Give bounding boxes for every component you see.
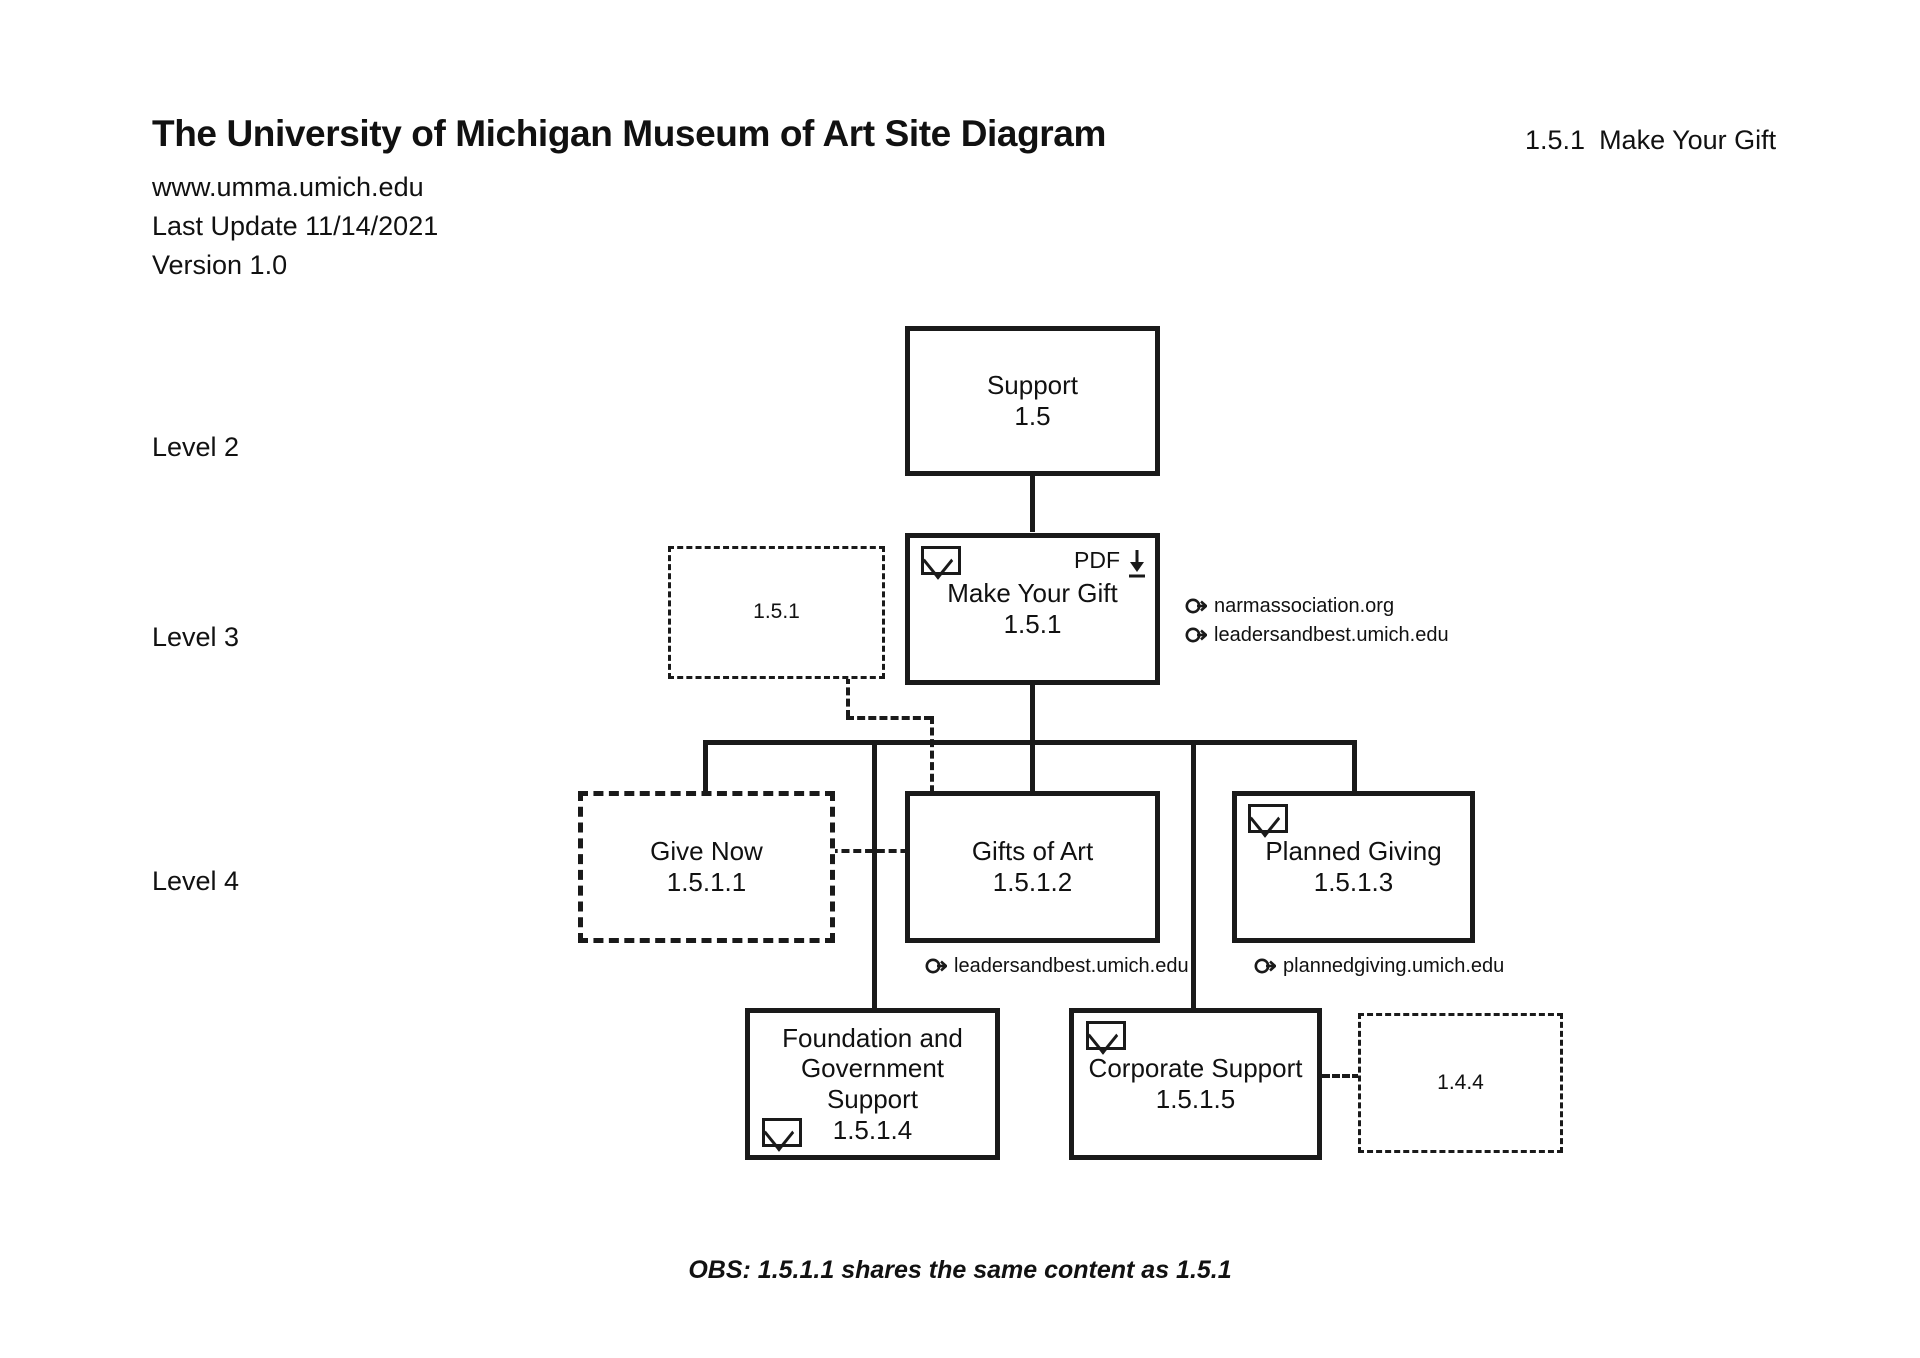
external-link-plannedgiving[interactable]: plannedgiving.umich.edu: [1254, 956, 1504, 976]
external-link-label: narmassociation.org: [1214, 595, 1395, 617]
connector-bus-to-foundation-gov: [872, 740, 877, 1010]
page-title: The University of Michigan Museum of Art…: [152, 113, 1106, 154]
connector-bus-to-give-now: [703, 740, 708, 792]
external-link-icon: [1185, 627, 1207, 643]
node-gifts-of-art-name: Gifts of Art: [971, 836, 1094, 867]
envelope-icon: [921, 546, 961, 575]
website-url: www.umma.umich.edu: [152, 172, 424, 202]
dashed-connector-ref151-across: [846, 716, 932, 720]
envelope-icon: [1086, 1021, 1126, 1050]
connector-make-your-gift-down: [1030, 678, 1035, 742]
node-give-now-id: 1.5.1.1: [666, 867, 747, 897]
node-support[interactable]: Support 1.5: [905, 326, 1160, 476]
node-gifts-of-art[interactable]: Gifts of Art 1.5.1.2: [905, 791, 1160, 943]
connector-bus-to-gifts-of-art: [1030, 740, 1035, 792]
last-update: Last Update 11/14/2021: [152, 211, 439, 241]
node-reference-144[interactable]: 1.4.4: [1358, 1013, 1563, 1153]
external-link-label: plannedgiving.umich.edu: [1283, 955, 1505, 977]
node-corporate-support-name: Corporate Support: [1088, 1053, 1303, 1084]
connector-bus-to-planned-giving: [1352, 740, 1357, 792]
dashed-connector-ref151-down: [846, 676, 850, 718]
node-give-now-name: Give Now: [650, 836, 763, 867]
connector-bus-to-corporate-support: [1191, 740, 1196, 1010]
node-planned-giving-name: Planned Giving: [1265, 836, 1442, 867]
external-link-label: leadersandbest.umich.edu: [1214, 624, 1449, 646]
external-link-narmassociation[interactable]: narmassociation.org: [1185, 596, 1394, 616]
node-reference-144-id: 1.4.4: [1437, 1070, 1484, 1094]
section-number: 1.5.1: [1525, 125, 1586, 155]
node-reference-151-id: 1.5.1: [753, 600, 800, 624]
pdf-label: PDF: [1074, 547, 1120, 573]
node-make-your-gift[interactable]: Make Your Gift 1.5.1: [905, 533, 1160, 685]
node-foundation-government-support-name-line2: Government: [800, 1053, 945, 1084]
envelope-icon: [1248, 804, 1288, 833]
section-title: Make Your Gift: [1599, 125, 1777, 155]
level-label-2: Level 2: [152, 432, 240, 462]
node-planned-giving-id: 1.5.1.3: [1313, 867, 1394, 897]
observation-note: OBS: 1.5.1.1 shares the same content as …: [688, 1256, 1232, 1284]
dashed-connector-corporate-to-ref144: [1322, 1074, 1360, 1078]
pdf-download-badge[interactable]: PDF: [1074, 549, 1148, 579]
node-make-your-gift-id: 1.5.1: [1003, 609, 1062, 639]
version: Version 1.0: [152, 250, 288, 280]
external-link-leadersandbest-gifts[interactable]: leadersandbest.umich.edu: [925, 956, 1189, 976]
external-link-icon: [1254, 958, 1276, 974]
download-arrow-icon: [1129, 550, 1145, 578]
node-planned-giving[interactable]: Planned Giving 1.5.1.3: [1232, 791, 1475, 943]
external-link-icon: [1185, 598, 1207, 614]
dashed-connector-ref151-down2: [930, 716, 934, 851]
external-link-leadersandbest-myg[interactable]: leadersandbest.umich.edu: [1185, 625, 1449, 645]
section-reference: 1.5.1 Make Your Gift: [1525, 125, 1776, 156]
node-foundation-government-support[interactable]: Foundation and Government Support 1.5.1.…: [745, 1008, 1000, 1160]
node-gifts-of-art-id: 1.5.1.2: [992, 867, 1073, 897]
node-foundation-government-support-id: 1.5.1.4: [832, 1114, 913, 1145]
external-link-label: leadersandbest.umich.edu: [954, 955, 1189, 977]
node-support-name: Support: [986, 370, 1079, 401]
envelope-icon: [762, 1118, 802, 1147]
external-link-icon: [925, 958, 947, 974]
node-corporate-support[interactable]: Corporate Support 1.5.1.5: [1069, 1008, 1322, 1160]
node-foundation-government-support-name-line3: Support: [826, 1084, 919, 1114]
node-foundation-government-support-name-line1: Foundation and: [782, 1022, 963, 1053]
node-reference-151[interactable]: 1.5.1: [668, 546, 885, 679]
level-label-4: Level 4: [152, 866, 240, 896]
node-corporate-support-id: 1.5.1.5: [1155, 1084, 1236, 1114]
node-give-now[interactable]: Give Now 1.5.1.1: [578, 791, 835, 943]
level-label-3: Level 3: [152, 622, 240, 652]
connector-support-to-make-your-gift: [1030, 472, 1035, 532]
node-make-your-gift-name: Make Your Gift: [947, 578, 1118, 609]
node-support-id: 1.5: [1014, 401, 1051, 431]
